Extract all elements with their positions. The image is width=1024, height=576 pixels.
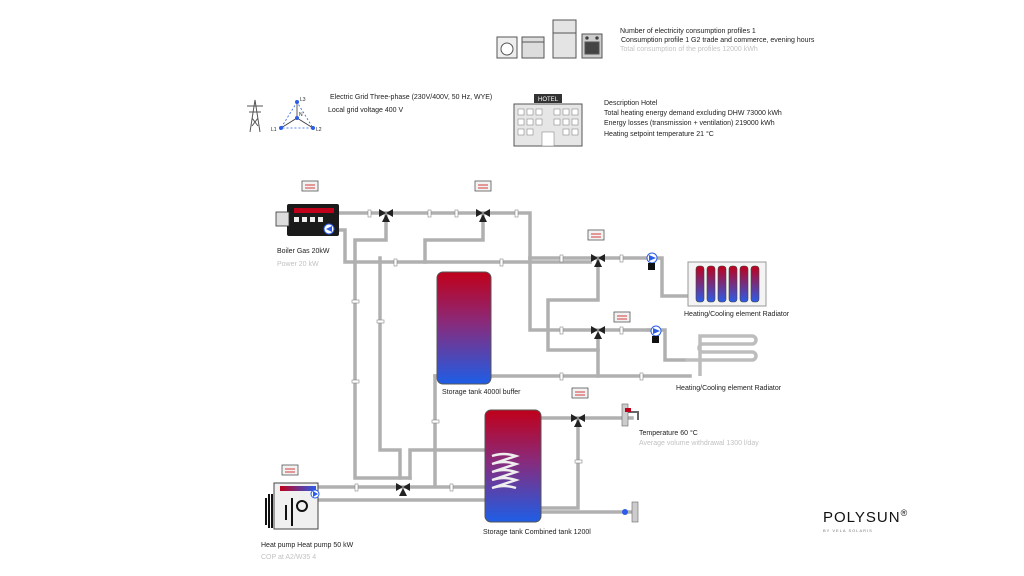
phase-label-l1: L1	[271, 127, 277, 133]
combined-tank-label: Storage tank Combined tank 1200l	[483, 529, 591, 536]
pipe-boiler-supply	[336, 211, 532, 260]
heat-pump-cop: COP at A2/W35 4	[261, 554, 317, 561]
pipe-bypass-left	[378, 256, 402, 480]
three-way-valve-icon[interactable]	[476, 209, 490, 222]
controller-icon[interactable]	[301, 180, 319, 192]
consumption-total: Total consumption of the profiles 12000 …	[620, 46, 758, 53]
controller-icon[interactable]	[613, 311, 631, 323]
three-way-valve-icon[interactable]	[396, 483, 410, 496]
heat-pump-icon[interactable]	[265, 482, 320, 530]
floor-heating-icon[interactable]	[685, 334, 758, 376]
grid-voltage: Local grid voltage 400 V	[328, 107, 404, 114]
phase-label-n: N	[299, 112, 303, 118]
stove-icon	[581, 33, 603, 59]
boiler-power: Power 20 kW	[277, 261, 319, 268]
building-heating-demand: Total heating energy demand excluding DH…	[604, 110, 782, 117]
three-way-valve-icon[interactable]	[591, 254, 605, 267]
consumption-profile-name: Consumption profile 1 G2 trade and comme…	[621, 37, 815, 44]
brand-tagline: BY VELA SOLARIS	[823, 528, 873, 533]
hotel-sign: HOTEL	[538, 97, 559, 103]
pipe-dhw-loop	[538, 416, 580, 510]
pipe-valve2-down	[423, 211, 485, 264]
three-way-valve-icon[interactable]	[571, 414, 585, 427]
three-way-valve-icon[interactable]	[591, 326, 605, 339]
radiator2-label: Heating/Cooling element Radiator	[676, 385, 782, 392]
radiator-icon[interactable]	[687, 261, 767, 307]
brand-registered: ®	[900, 508, 909, 518]
power-pylon-icon	[247, 99, 263, 133]
building-description: Description Hotel	[604, 100, 658, 107]
hotel-building-icon: HOTEL	[513, 94, 583, 147]
pumps	[646, 252, 662, 343]
controllers	[281, 180, 631, 476]
three-way-valve-icon[interactable]	[379, 209, 393, 222]
brand-name: POLYSUN	[823, 509, 901, 526]
polysun-logo: POLYSUN®	[823, 508, 908, 526]
cold-water-inlet-icon[interactable]	[622, 501, 639, 523]
fridge-icon	[552, 19, 577, 59]
dhw-withdrawal: Average volume withdrawal 1300 l/day	[639, 440, 759, 447]
heat-pump-label: Heat pump Heat pump 50 kW	[261, 542, 354, 549]
controller-icon[interactable]	[571, 387, 589, 399]
pipe-combined-left	[408, 448, 487, 480]
combined-storage-tank-icon[interactable]	[484, 409, 542, 523]
hot-water-tap-icon[interactable]	[621, 403, 639, 427]
consumption-profile-count: Number of electricity consumption profil…	[620, 28, 756, 35]
pipe-valve1-down	[353, 211, 412, 480]
boiler-label: Boiler Gas 20kW	[277, 248, 330, 255]
pipe-joints	[351, 209, 644, 492]
pipe-rad1-supply	[546, 256, 600, 352]
circulation-pump-icon[interactable]	[646, 252, 658, 270]
three-phase-wye-icon: L1 L2 L3 N	[271, 97, 322, 133]
washing-machine-icon	[496, 36, 518, 59]
controller-icon[interactable]	[587, 229, 605, 241]
circulation-pump-icon[interactable]	[650, 325, 662, 343]
dishwasher-icon	[521, 36, 545, 59]
gas-boiler-icon[interactable]	[275, 204, 339, 236]
radiator1-label: Heating/Cooling element Radiator	[684, 311, 790, 318]
buffer-tank-label: Storage tank 4000l buffer	[442, 389, 521, 396]
controller-icon[interactable]	[281, 464, 299, 476]
grid-description: Electric Grid Three-phase (230V/400V, 50…	[330, 94, 493, 101]
valves	[379, 209, 605, 496]
pipe-boiler-return	[336, 228, 592, 264]
building-setpoint: Heating setpoint temperature 21 °C	[604, 131, 714, 138]
buffer-storage-tank-icon[interactable]	[436, 271, 492, 385]
controller-icon[interactable]	[474, 180, 492, 192]
building-energy-losses: Energy losses (transmission + ventilatio…	[604, 120, 775, 127]
phase-label-l3: L3	[300, 97, 306, 103]
appliances-icon	[496, 19, 603, 59]
phase-label-l2: L2	[316, 127, 322, 133]
dhw-temperature: Temperature 60 °C	[639, 430, 698, 437]
